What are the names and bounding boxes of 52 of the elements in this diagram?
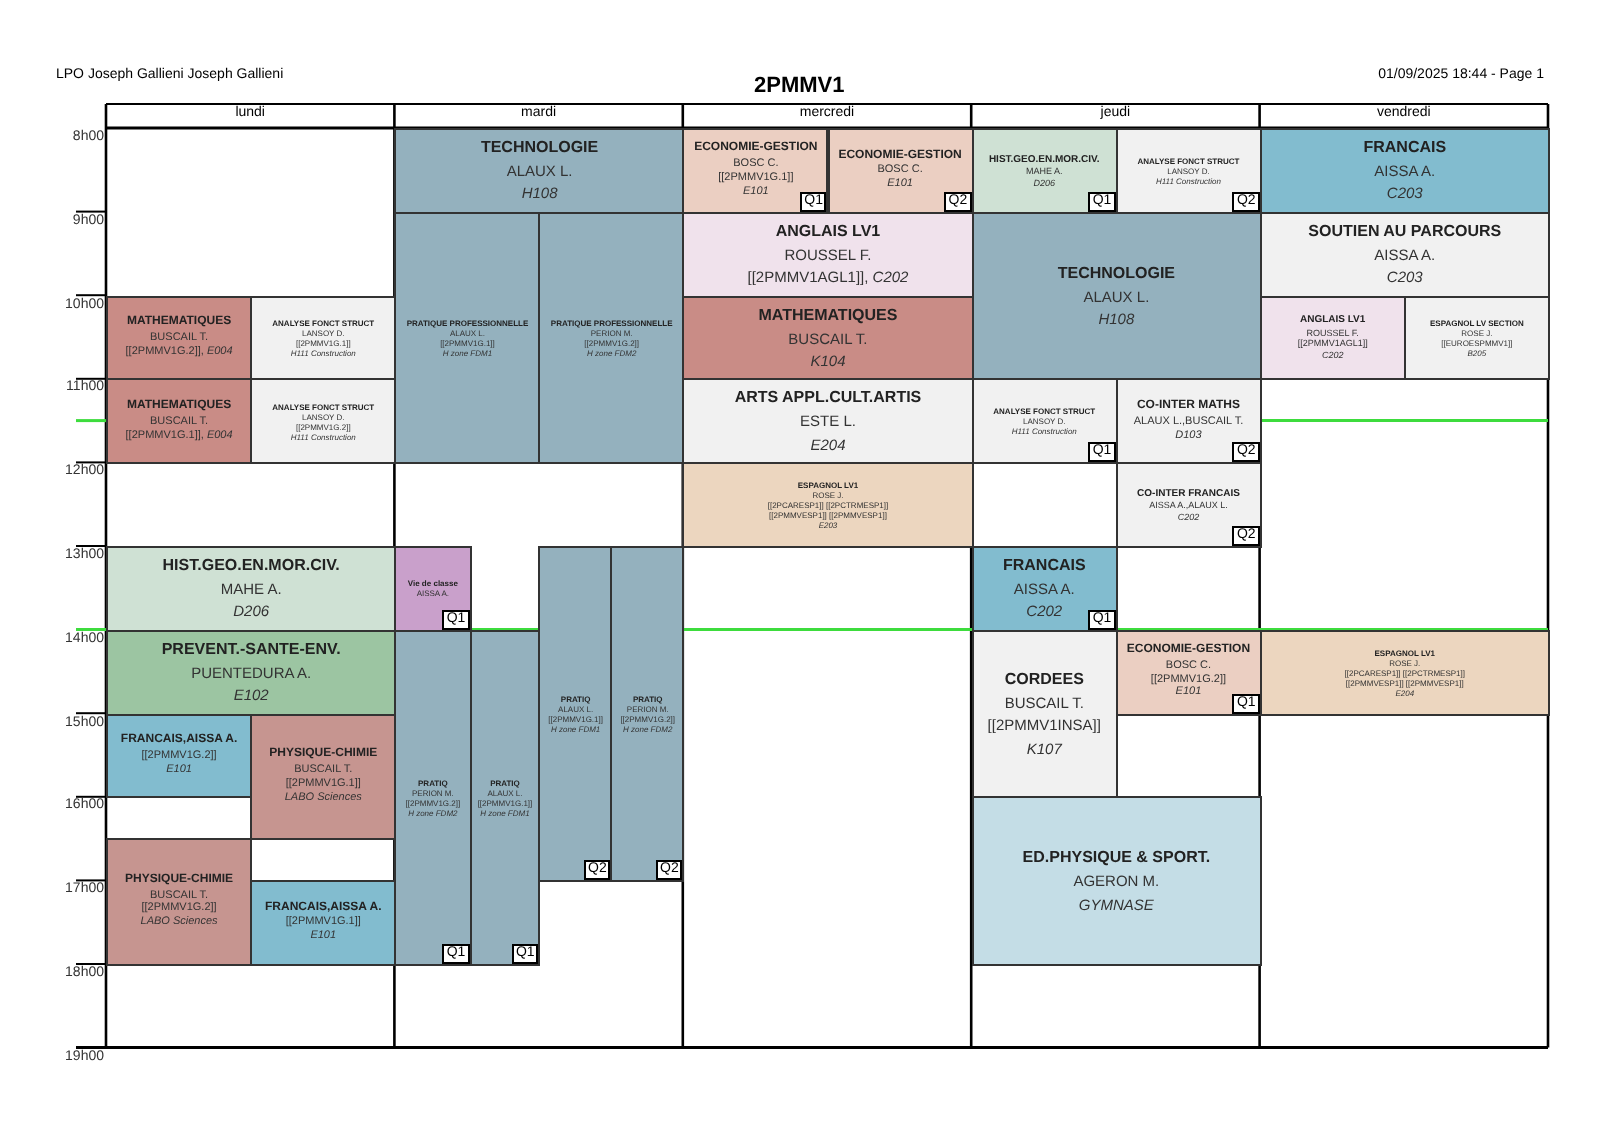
course-block: [106, 378, 253, 465]
course-block: [682, 295, 974, 381]
course-block: [971, 796, 1262, 966]
course-block: [1115, 462, 1262, 548]
course-block: [250, 880, 397, 966]
course-block: [106, 838, 253, 966]
course-block: [682, 378, 974, 465]
course-block: [1403, 295, 1550, 381]
course-block: [394, 128, 685, 214]
course-block: [827, 128, 974, 214]
course-block: [1259, 629, 1550, 716]
course-block: [106, 295, 253, 381]
course-block: [394, 211, 541, 465]
subject-title: ANGLAIS LV1: [775, 221, 881, 242]
course-block: [1115, 629, 1262, 716]
subject-title: FRANCAIS: [1002, 556, 1086, 577]
course-block: [394, 629, 472, 966]
course-block: [1115, 128, 1262, 214]
subject-title: SOUTIEN AU PARCOURS: [1308, 221, 1502, 242]
course-block: [106, 629, 397, 716]
course-block: [538, 211, 685, 465]
course-block: [1259, 211, 1550, 298]
course-block: [106, 713, 253, 799]
subject-title: CORDEES: [1004, 670, 1084, 691]
subject-title: FRANCAIS: [1363, 138, 1447, 159]
course-block: [250, 378, 397, 465]
subject-title: ED.PHYSIQUE & SPORT.: [1022, 848, 1211, 869]
subject-title: ARTS APPL.CULT.ARTIS: [734, 388, 922, 409]
course-block: [106, 546, 397, 632]
course-block: [682, 211, 974, 298]
course-block: [1259, 295, 1406, 381]
course-block: [971, 629, 1118, 799]
course-block: [469, 629, 541, 966]
subject-title: HIST.GEO.EN.MOR.CIV.: [162, 556, 340, 577]
course-block: [250, 295, 397, 381]
course-block: [394, 546, 472, 632]
course-block: [971, 211, 1262, 381]
timetable-title: 2PMMV1: [754, 74, 845, 98]
course-block: [682, 128, 829, 214]
course-block: [1259, 128, 1550, 214]
subject-title: PREVENT.-SANTE-ENV.: [161, 639, 341, 660]
course-block: [538, 546, 613, 883]
course-block: [250, 713, 397, 841]
course-block: [971, 378, 1118, 465]
subject-title: MATHEMATIQUES: [758, 305, 898, 326]
course-block: [971, 128, 1118, 214]
course-block: [682, 462, 974, 548]
course-block: [610, 546, 685, 883]
subject-title: TECHNOLOGIE: [480, 138, 599, 159]
subject-title: TECHNOLOGIE: [1057, 263, 1176, 284]
course-block: [1115, 378, 1262, 465]
course-block: [971, 546, 1118, 632]
